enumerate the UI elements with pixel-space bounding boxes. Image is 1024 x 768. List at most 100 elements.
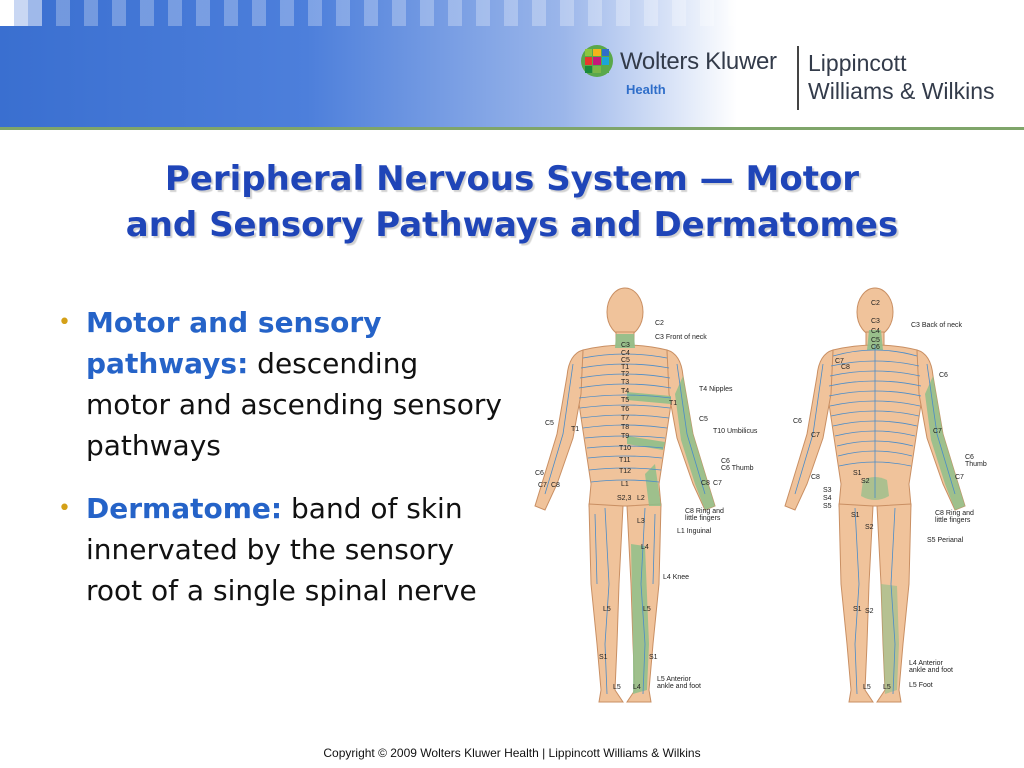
wolters-kluwer-globe-icon (581, 45, 613, 77)
label-back-s5: S5 (823, 503, 832, 510)
slide-title: Peripheral Nervous System — Motor and Se… (20, 156, 1004, 248)
dermatome-illustration (534, 287, 966, 703)
label-back-c6l: C6 (793, 418, 802, 425)
label-back-c4: C4 (871, 328, 880, 335)
bullet-text: band of skin innervated by the sensory r… (86, 492, 477, 607)
back-body (784, 287, 966, 703)
label-back-c5: C5 (871, 337, 880, 344)
label-front-t3: T3 (621, 379, 630, 386)
label-back-c7a: C7 (933, 428, 942, 435)
publisher-logo: Wolters Kluwer Health Lippincott William… (580, 42, 1020, 112)
logo-division: Health (626, 82, 666, 97)
bullet-term: Dermatome: (86, 492, 283, 525)
bullet-item: • Dermatome: band of skin innervated by … (54, 488, 504, 611)
label-front-s23: S2,3 (617, 495, 632, 502)
label-back-s5p: S5 Perianal (927, 537, 964, 544)
label-front-t12: T12 (619, 468, 632, 475)
label-back-c8: C8 (841, 364, 850, 371)
label-front-c7r: C7 (713, 480, 722, 487)
label-front-l5c: L5 (613, 684, 621, 691)
label-front-t7: T7 (621, 415, 630, 422)
label-front-l5a: L5 (603, 606, 611, 613)
bullet-dot-icon: • (58, 310, 71, 335)
label-back-c6r: C6 (939, 372, 948, 379)
label-back-s1b: S1 (851, 512, 860, 519)
label-back-s2b: S2 (865, 524, 874, 531)
label-front-l1: L1 (621, 481, 629, 488)
logo-publisher-line2: Williams & Wilkins (808, 78, 995, 104)
label-front-c6r: C6 (721, 458, 730, 465)
label-back-l5b: L5 (883, 684, 891, 691)
bullet-dot-icon: • (58, 496, 71, 521)
label-front-c5: C5 (621, 357, 630, 364)
label-front-t10u: T10 Umbilicus (713, 428, 758, 435)
logo-company-name: Wolters Kluwer (620, 48, 777, 75)
label-back-s2c: S2 (865, 608, 874, 615)
bullet-term: Motor and sensory pathways: (86, 306, 382, 380)
label-front-l4k: L4 Knee (663, 574, 690, 581)
label-front-c8l: C8 (551, 482, 560, 489)
label-back-s1c: S1 (853, 606, 862, 613)
label-front-s1b: S1 (649, 654, 658, 661)
label-back-c8l: C8 (811, 474, 820, 481)
label-front-c8rf: C8 Ring and little fingers (685, 508, 724, 522)
label-back-c7r: C7 (955, 474, 964, 481)
label-back-l4a: L4 Anterior ankle and foot (909, 660, 953, 674)
label-front-t10: T10 (619, 445, 632, 452)
label-back-c2: C2 (871, 300, 880, 307)
label-back-c7: C7 (835, 358, 844, 365)
label-back-l5f: L5 Foot (909, 682, 933, 689)
bullet-text: descending motor and ascending sensory p… (86, 347, 502, 462)
label-back-s2: S2 (861, 478, 870, 485)
label-front-c8r: C8 (701, 480, 710, 487)
label-front-l3: L3 (637, 518, 645, 525)
label-front-c6l: C6 (535, 470, 544, 477)
label-back-c6: C6 (871, 344, 880, 351)
label-front-t4: T4 (621, 388, 630, 395)
label-front-t9: T9 (621, 433, 630, 440)
label-front-l4: L4 (641, 544, 649, 551)
label-front-c2: C2 (655, 320, 664, 327)
bullet-list: • Motor and sensory pathways: descending… (54, 302, 504, 633)
label-front-c4: C4 (621, 350, 630, 357)
slide-title-line2: and Sensory Pathways and Dermatomes (125, 205, 899, 245)
label-front-l5b: L5 (643, 606, 651, 613)
label-front-c6t: C6 Thumb (721, 465, 754, 472)
label-front-t1l: T1 (571, 426, 580, 433)
label-front-t6: T6 (621, 406, 630, 413)
label-back-c3b: C3 (871, 318, 880, 325)
label-back-s4: S4 (823, 495, 832, 502)
label-back-c7l: C7 (811, 432, 820, 439)
copyright-footer: Copyright © 2009 Wolters Kluwer Health |… (323, 746, 701, 760)
label-front-t5: T5 (621, 397, 630, 404)
label-back-s1: S1 (853, 470, 862, 477)
label-front-l4d: L4 (633, 684, 641, 691)
label-front-c3: C3 Front of neck (655, 334, 707, 341)
logo-divider (797, 46, 799, 110)
label-front-l5ank: L5 Anterior ankle and foot (657, 676, 701, 690)
slide-title-line1: Peripheral Nervous System — Motor (164, 159, 860, 199)
label-front-t4n: T4 Nipples (699, 386, 733, 393)
bullet-item: • Motor and sensory pathways: descending… (54, 302, 504, 466)
header-decoration-squares (0, 0, 260, 26)
label-back-c8rf: C8 Ring and little fingers (935, 510, 974, 524)
label-front-t2: T2 (621, 371, 630, 378)
label-front-l1i: L1 Inguinal (677, 528, 712, 535)
label-front-t11: T11 (619, 457, 631, 464)
label-front-c7l: C7 (538, 482, 547, 489)
dermatome-figure: C2 C3 Front of neck C3 C4 C5 T1 T2 T3 T4… (525, 280, 1015, 710)
label-back-c3: C3 Back of neck (911, 322, 962, 329)
label-front-s1a: S1 (599, 654, 608, 661)
label-back-l5a: L5 (863, 684, 871, 691)
front-body (534, 287, 716, 703)
logo-publisher-line1: Lippincott (808, 50, 907, 76)
label-back-c6t: C6 Thumb (965, 454, 987, 468)
header-rule (0, 127, 1024, 130)
label-front-c3b: C3 (621, 342, 630, 349)
label-front-t1r: T1 (669, 400, 678, 407)
label-front-l2: L2 (637, 495, 645, 502)
label-front-c5l: C5 (545, 420, 554, 427)
label-back-s3: S3 (823, 487, 832, 494)
label-front-t1: T1 (621, 364, 630, 371)
label-front-t8: T8 (621, 424, 630, 431)
